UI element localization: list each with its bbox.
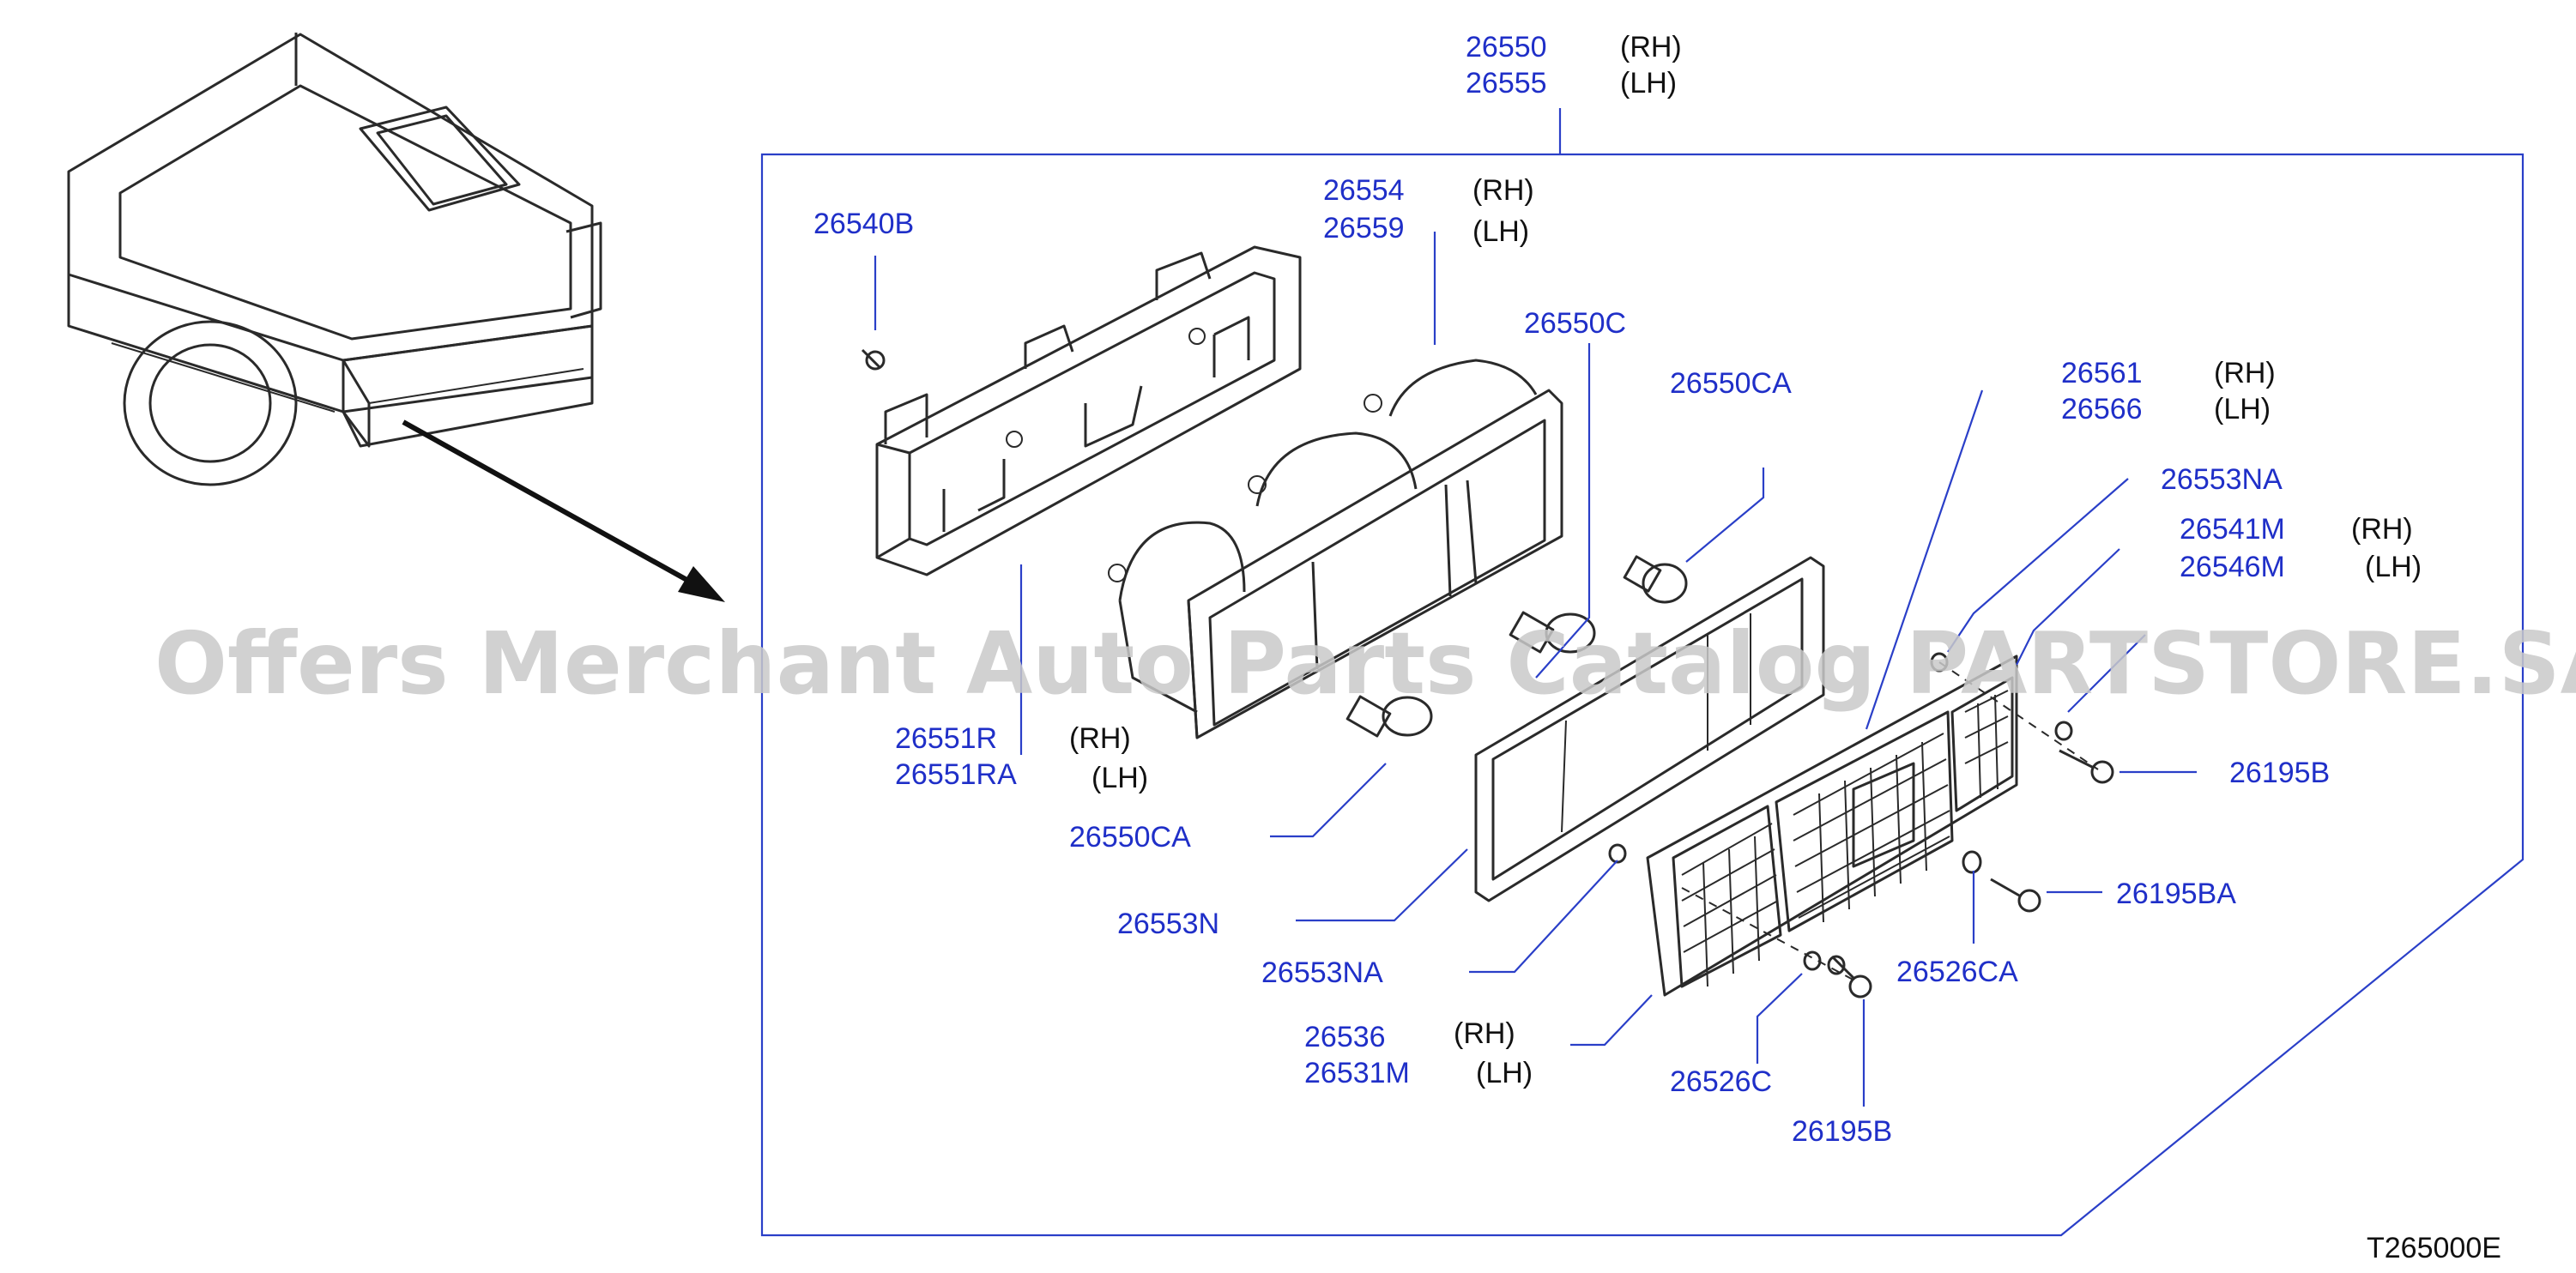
callout-26554-rh: 26554 bbox=[1323, 174, 1405, 207]
callout-26561-rh: 26561 bbox=[2061, 357, 2143, 389]
lamp-housing bbox=[875, 245, 1302, 576]
callout-26554-rh-side: (RH) bbox=[1472, 174, 1534, 207]
callout-26561-lh-side: (LH) bbox=[2214, 393, 2271, 425]
vehicle-rear-illustration bbox=[67, 33, 602, 486]
washer-icon bbox=[1608, 652, 2073, 975]
callout-26536-lh: 26531M bbox=[1304, 1057, 1410, 1089]
callout-26195ba: 26195BA bbox=[2116, 878, 2236, 910]
callout-26551r-rh: 26551R bbox=[895, 722, 997, 755]
screw-icon bbox=[861, 348, 2114, 998]
callout-26541m-rh: 26541M bbox=[2180, 513, 2285, 546]
callout-26536-rh: 26536 bbox=[1304, 1021, 1386, 1053]
gasket bbox=[1474, 556, 1825, 902]
callout-26550c: 26550C bbox=[1524, 307, 1626, 340]
leader-lines bbox=[874, 232, 2197, 1107]
callout-26195b-bottom: 26195B bbox=[1792, 1115, 1892, 1148]
callout-26553na-bottom: 26553NA bbox=[1261, 956, 1383, 989]
callout-26550ca-top: 26550CA bbox=[1670, 367, 1792, 400]
lens-assembly bbox=[1646, 655, 2018, 997]
callout-26541m-lh-side: (LH) bbox=[2365, 551, 2422, 583]
callout-26526c: 26526C bbox=[1670, 1065, 1772, 1098]
assembly-frame bbox=[760, 108, 2525, 1237]
callout-26551r-lh: 26551RA bbox=[895, 758, 1017, 791]
callout-26541m-rh-side: (RH) bbox=[2351, 513, 2413, 546]
callout-26536-lh-side: (LH) bbox=[1476, 1057, 1533, 1089]
top-side-rh-label: (RH) bbox=[1620, 31, 1682, 63]
top-part-lh-label: 26555 bbox=[1466, 67, 1547, 100]
callout-26540b: 26540B bbox=[813, 208, 914, 240]
reflector-unit bbox=[1108, 359, 1563, 739]
callout-26536-rh-side: (RH) bbox=[1454, 1017, 1515, 1050]
callout-26551r-rh-side: (RH) bbox=[1069, 722, 1131, 755]
top-side-lh-label: (LH) bbox=[1620, 67, 1677, 100]
arrow-icon bbox=[402, 419, 725, 602]
diagram-code: T265000E bbox=[2367, 1232, 2501, 1264]
callout-26561-lh: 26566 bbox=[2061, 393, 2143, 425]
top-part-rh-label: 26550 bbox=[1466, 31, 1547, 63]
callout-26554-lh-side: (LH) bbox=[1472, 215, 1529, 248]
callout-26550ca-bottom: 26550CA bbox=[1069, 821, 1191, 854]
callout-26551r-lh-side: (LH) bbox=[1091, 762, 1148, 794]
bulb-icon bbox=[1345, 555, 1688, 738]
callout-26554-lh: 26559 bbox=[1323, 212, 1405, 244]
callout-26553na-top: 26553NA bbox=[2161, 463, 2283, 496]
callout-26561-rh-side: (RH) bbox=[2214, 357, 2276, 389]
part-labels: 26550 (RH) 26555 (LH) 26540B 26554 (RH) … bbox=[813, 31, 2501, 1264]
watermark: Offers Merchant Auto Parts Catalog PARTS… bbox=[154, 613, 2576, 714]
callout-26553n: 26553N bbox=[1117, 908, 1219, 940]
callout-26526ca: 26526CA bbox=[1896, 956, 2018, 988]
callout-26541m-lh: 26546M bbox=[2180, 551, 2285, 583]
callout-26195b-right: 26195B bbox=[2229, 757, 2330, 789]
